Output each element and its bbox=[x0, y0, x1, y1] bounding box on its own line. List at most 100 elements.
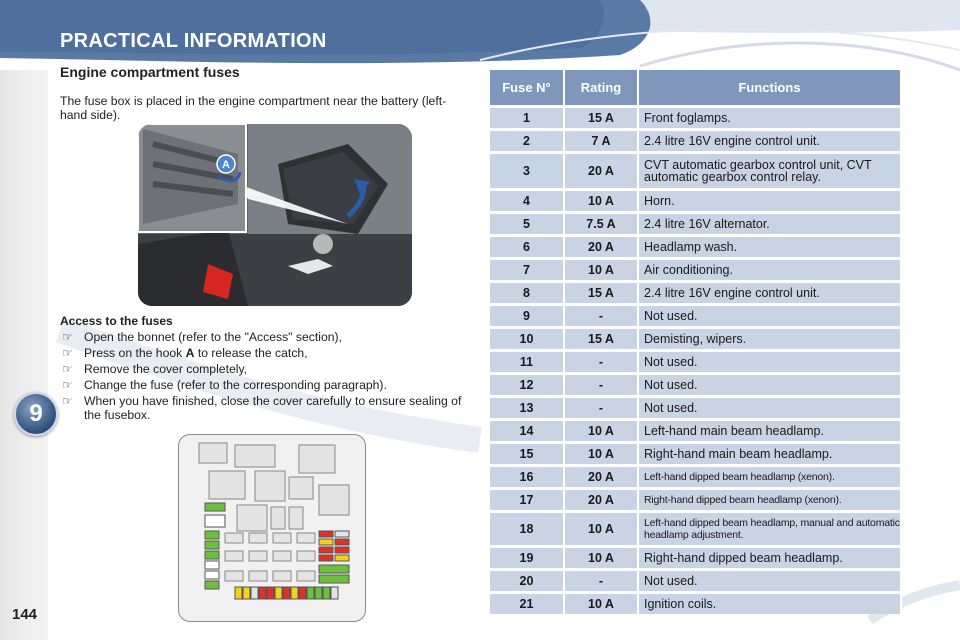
fuse-rating: 7.5 A bbox=[565, 214, 639, 234]
fuse-rating: 20 A bbox=[565, 154, 639, 188]
left-column: Engine compartment fuses The fuse box is… bbox=[60, 64, 470, 122]
access-step-2: ☞Press on the hook A to release the catc… bbox=[62, 346, 308, 360]
header-fuse-number: Fuse N° bbox=[490, 70, 565, 105]
fuse-function: Ignition coils. bbox=[639, 594, 902, 614]
header-functions: Functions bbox=[639, 70, 902, 105]
hook-label: A bbox=[185, 346, 195, 360]
fuse-rating: 15 A bbox=[565, 108, 639, 128]
fuse-rating: - bbox=[565, 571, 639, 591]
fuse-function: Horn. bbox=[639, 191, 902, 211]
hand-pointer-icon: ☞ bbox=[62, 346, 73, 360]
access-step-5: ☞When you have finished, close the cover… bbox=[62, 394, 462, 422]
fuse-function: 2.4 litre 16V alternator. bbox=[639, 214, 902, 234]
hand-pointer-icon: ☞ bbox=[62, 362, 73, 376]
fuse-number: 3 bbox=[490, 154, 565, 188]
fuse-number: 15 bbox=[490, 444, 565, 464]
fuse-number: 8 bbox=[490, 283, 565, 303]
fuse-rating: 15 A bbox=[565, 283, 639, 303]
fuse-number: 21 bbox=[490, 594, 565, 614]
intro-text: The fuse box is placed in the engine com… bbox=[60, 94, 447, 122]
fuse-function: Left-hand main beam headlamp. bbox=[639, 421, 902, 441]
photo-label-a: A bbox=[222, 159, 230, 171]
fuse-rating: - bbox=[565, 398, 639, 418]
fuse-rating: 10 A bbox=[565, 444, 639, 464]
table-row: 13-Not used. bbox=[490, 398, 902, 418]
access-step-1: ☞Open the bonnet (refer to the "Access" … bbox=[62, 330, 342, 344]
fuse-function: Right-hand dipped beam headlamp (xenon). bbox=[639, 490, 902, 510]
fuse-function: 2.4 litre 16V engine control unit. bbox=[639, 283, 902, 303]
fuse-number: 13 bbox=[490, 398, 565, 418]
fuse-rating: 10 A bbox=[565, 548, 639, 568]
fuse-function: Air conditioning. bbox=[639, 260, 902, 280]
access-title: Access to the fuses bbox=[60, 314, 173, 328]
fuse-number: 14 bbox=[490, 421, 565, 441]
fuse-number: 19 bbox=[490, 548, 565, 568]
fuse-function: Not used. bbox=[639, 398, 902, 418]
fuse-rating: 20 A bbox=[565, 467, 639, 487]
fuse-number: 6 bbox=[490, 237, 565, 257]
chapter-tab[interactable]: 9 bbox=[14, 392, 58, 436]
table-row: 12-Not used. bbox=[490, 375, 902, 395]
hand-pointer-icon: ☞ bbox=[62, 394, 73, 408]
table-row: 11-Not used. bbox=[490, 352, 902, 372]
fusebox-illustration bbox=[198, 442, 350, 600]
fuse-function: 2.4 litre 16V engine control unit. bbox=[639, 131, 902, 151]
fuse-function: Right-hand main beam headlamp. bbox=[639, 444, 902, 464]
fuse-function: Headlamp wash. bbox=[639, 237, 902, 257]
engine-compartment-photo: A bbox=[138, 124, 412, 306]
fuse-function: Left-hand dipped beam headlamp, manual a… bbox=[639, 513, 902, 545]
fuse-function: CVT automatic gearbox control unit, CVT … bbox=[639, 154, 902, 188]
fuse-rating: - bbox=[565, 352, 639, 372]
fuse-function: Left-hand dipped beam headlamp (xenon). bbox=[639, 467, 902, 487]
engine-photo-illustration: A bbox=[138, 124, 412, 306]
fuse-rating: 10 A bbox=[565, 594, 639, 614]
fuse-rating: 20 A bbox=[565, 237, 639, 257]
page-number: 144 bbox=[12, 606, 38, 623]
fuse-number: 18 bbox=[490, 513, 565, 545]
fuse-rating: - bbox=[565, 375, 639, 395]
fuse-function: Demisting, wipers. bbox=[639, 329, 902, 349]
table-row: 20-Not used. bbox=[490, 571, 902, 591]
table-header-row: Fuse N° Rating Functions bbox=[490, 70, 902, 105]
fuse-number: 12 bbox=[490, 375, 565, 395]
access-step-3: ☞Remove the cover completely, bbox=[62, 362, 248, 376]
fuse-number: 10 bbox=[490, 329, 565, 349]
fuse-rating: 10 A bbox=[565, 191, 639, 211]
page-header: PRACTICAL INFORMATION bbox=[0, 0, 960, 62]
fuse-number: 11 bbox=[490, 352, 565, 372]
fuse-number: 5 bbox=[490, 214, 565, 234]
fuse-number: 4 bbox=[490, 191, 565, 211]
fuse-number: 1 bbox=[490, 108, 565, 128]
hand-pointer-icon: ☞ bbox=[62, 378, 73, 392]
hand-pointer-icon: ☞ bbox=[62, 330, 73, 344]
fuse-function: Not used. bbox=[639, 571, 902, 591]
fuse-number: 16 bbox=[490, 467, 565, 487]
fusebox-diagram bbox=[178, 434, 366, 622]
side-band bbox=[0, 70, 48, 640]
fuse-rating: 7 A bbox=[565, 131, 639, 151]
header-rating: Rating bbox=[565, 70, 639, 105]
fuse-rating: - bbox=[565, 306, 639, 326]
fuse-function: Not used. bbox=[639, 306, 902, 326]
fuse-rating: 15 A bbox=[565, 329, 639, 349]
access-steps: ☞Open the bonnet (refer to the "Access" … bbox=[60, 330, 470, 424]
fuse-rating: 20 A bbox=[565, 490, 639, 510]
fuse-number: 20 bbox=[490, 571, 565, 591]
